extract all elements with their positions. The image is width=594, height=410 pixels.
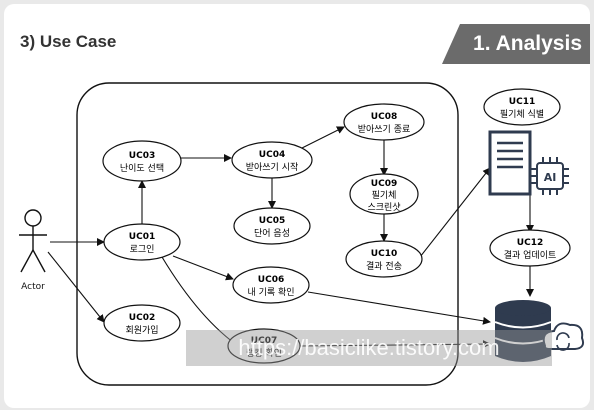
actor-label: Actor [21, 282, 45, 292]
uc01-id: UC01 [129, 232, 155, 242]
edge-uc07-db [299, 340, 491, 349]
uc08-name: 받아쓰기 종료 [358, 124, 411, 135]
uc08-id: UC08 [371, 112, 397, 122]
uc11-ellipse: UC11 필기체 식별 [483, 88, 561, 126]
edge-actor-uc02 [47, 251, 105, 323]
uc04-ellipse: UC04 받아쓰기 시작 [231, 141, 313, 179]
uc07-ellipse: UC07 랭킹 확인 [227, 328, 301, 364]
uc12-ellipse: UC12 결과 업데이트 [489, 229, 571, 267]
uc06-ellipse: UC06 내 기록 확인 [232, 266, 310, 304]
edge-uc01-uc06 [172, 255, 234, 281]
section-title: 3) Use Case [20, 32, 117, 51]
section-tab: 1. Analysis [442, 24, 590, 64]
uc02-id: UC02 [129, 313, 155, 323]
uc12-id: UC12 [517, 238, 543, 248]
uc09-name: 필기체 [372, 189, 397, 201]
connectors [47, 126, 534, 349]
watermark-band [186, 330, 552, 366]
uc05-ellipse: UC05 단어 음성 [233, 207, 311, 245]
ai-chip-label: AI [544, 171, 557, 184]
uc07-id: UC07 [251, 336, 277, 346]
edge-uc04-uc08 [299, 126, 345, 150]
uc06-id: UC06 [258, 275, 284, 285]
system-boundary [76, 82, 459, 386]
watermark-text: https://basiclike.tistory.com [238, 335, 500, 360]
uc12-name: 결과 업데이트 [504, 250, 557, 261]
uc07-name: 랭킹 확인 [246, 347, 282, 359]
uc10-id: UC10 [371, 249, 397, 259]
uc04-name: 받아쓰기 시작 [246, 162, 299, 173]
uc10-name: 결과 전송 [366, 261, 402, 272]
uc01-name: 로그인 [130, 244, 155, 255]
uc11-name: 필기체 식별 [500, 108, 544, 120]
uc02-name: 회원가입 [125, 324, 158, 336]
uc05-id: UC05 [259, 216, 285, 226]
uc02-ellipse: UC02 회원가입 [103, 304, 181, 342]
uc03-ellipse: UC03 난이도 선택 [102, 140, 182, 182]
uc11-id: UC11 [509, 97, 535, 107]
uc10-ellipse: UC10 결과 전송 [345, 240, 423, 278]
uc09-id: UC09 [371, 179, 397, 189]
uc09-name2: 스크린샷 [367, 201, 400, 213]
uc05-name: 단어 음성 [254, 228, 290, 239]
edge-uc06-db [307, 291, 491, 325]
uc03-name: 난이도 선택 [120, 163, 164, 174]
uc04-id: UC04 [259, 150, 285, 160]
uc08-ellipse: UC08 받아쓰기 종료 [343, 103, 425, 141]
database-icon [494, 300, 552, 362]
cloud-sync-icon [542, 322, 585, 351]
server-icon [488, 130, 532, 196]
uc01-ellipse: UC01 로그인 [103, 223, 181, 261]
uc06-name: 내 기록 확인 [247, 286, 294, 298]
ai-chip-icon [531, 157, 569, 195]
uc09-ellipse: UC09 필기체 스크린샷 [349, 173, 419, 215]
actor-icon [19, 209, 47, 273]
edge-uc10-server [419, 167, 491, 258]
uc03-id: UC03 [129, 151, 155, 161]
